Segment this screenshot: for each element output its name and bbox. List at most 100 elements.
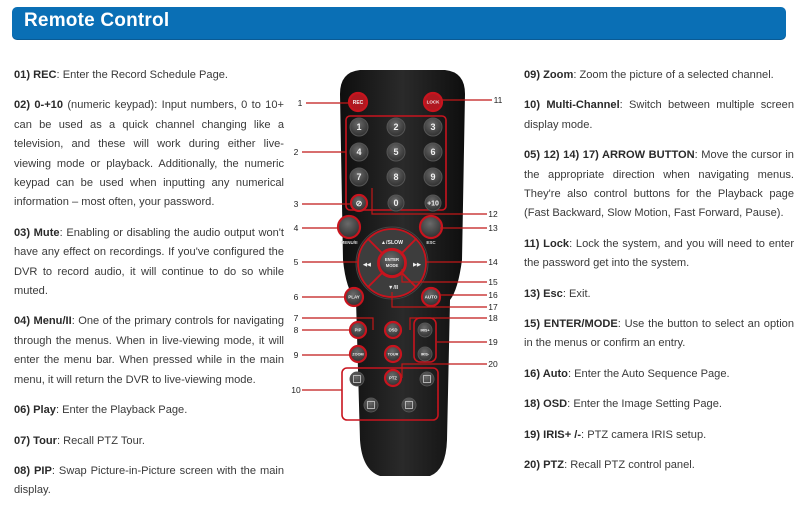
item-key: 15) ENTER/MODE (524, 318, 618, 331)
item-spacer (524, 135, 794, 146)
item-key: 07) Tour (14, 434, 57, 447)
auto-button-label: AUTO (425, 295, 438, 300)
digit-button-label: 8 (393, 172, 398, 182)
item-key: 18) OSD (524, 398, 568, 411)
multichannel-button (419, 371, 435, 387)
item-separator: : (564, 459, 571, 472)
item-text: Enabling or disabling the audio output w… (14, 226, 284, 298)
description-item: 20) PTZ: Recall PTZ control panel. (524, 456, 794, 475)
item-spacer (524, 384, 794, 395)
item-text: One of the primary controls for navigati… (14, 315, 284, 386)
digit-button (386, 117, 406, 137)
description-item: 13) Esc: Exit. (524, 285, 794, 304)
description-item: 01) REC: Enter the Record Schedule Page. (14, 66, 284, 85)
iris-plus-button (417, 322, 433, 338)
item-spacer (14, 301, 284, 312)
digit-button-label: 6 (430, 147, 435, 157)
item-separator: : (55, 404, 63, 417)
left-rewind-button (357, 237, 384, 289)
callout-line (401, 363, 487, 378)
item-spacer (524, 354, 794, 365)
item-spacer (524, 85, 794, 96)
description-item: 11) Lock: Lock the system, and you will … (524, 235, 794, 274)
esc-button (418, 214, 444, 240)
digit-button-label: 3 (430, 122, 435, 132)
item-spacer (524, 415, 794, 426)
iris-plus-button-label: IRIS+ (420, 328, 429, 332)
description-item: 10) Multi-Channel: Switch between multip… (524, 96, 794, 135)
callout-number: 13 (488, 223, 498, 233)
item-text: Lock the system, and you will need to en… (524, 237, 795, 270)
item-spacer (14, 451, 284, 462)
item-text: Recall PTZ control panel. (570, 459, 695, 472)
callout-number: 12 (488, 209, 498, 219)
digit-button (349, 117, 369, 137)
item-key: 20) PTZ (524, 459, 565, 472)
callout-number: 18 (488, 313, 498, 323)
item-text: Move the cursor in the appropriate direc… (524, 149, 794, 220)
digit-button-label: 9 (430, 172, 435, 182)
callout-line (302, 317, 374, 330)
item-spacer (14, 501, 284, 512)
auto-button (420, 286, 442, 308)
item-key: 09) Zoom (524, 69, 574, 81)
callout-number: 15 (488, 277, 498, 287)
item-separator: : (581, 428, 588, 441)
tour-button-label: TOUR (388, 352, 399, 356)
up-slow-button (366, 228, 418, 255)
item-text: Zoom the picture of a selected channel. (579, 69, 774, 81)
tour-button (383, 344, 403, 364)
digit-button-label: 4 (356, 147, 361, 157)
description-item: 03) Mute: Enabling or disabling the audi… (14, 224, 284, 302)
digit-button-label: 0 (393, 198, 398, 208)
right-forward-button (400, 237, 427, 289)
item-key: 01) REC (14, 69, 57, 81)
right-column: 09) Zoom: Zoom the picture of a selected… (524, 66, 794, 487)
grid-icon (405, 401, 413, 409)
item-spacer (524, 476, 794, 487)
grid-icon (423, 375, 431, 383)
item-key: 02) 0-+10 (14, 99, 64, 112)
item-spacer (14, 421, 284, 432)
description-item: 16) Auto: Enter the Auto Sequence Page. (524, 365, 794, 384)
item-spacer (524, 274, 794, 285)
esc-label: ESC (426, 240, 436, 245)
digit-button-label: 2 (393, 122, 398, 132)
item-key: 16) Auto (524, 367, 568, 380)
down-pause-button (366, 271, 418, 298)
item-text: PTZ camera IRIS setup. (587, 428, 707, 441)
digit-button (386, 142, 406, 162)
callout-number: 4 (294, 223, 299, 233)
description-item: 04) Menu/II: One of the primary controls… (14, 312, 284, 390)
callout-line (371, 188, 487, 215)
description-item: 08) PIP: Swap Picture-in-Picture screen … (14, 462, 284, 501)
digit-button (349, 142, 369, 162)
item-text: Swap Picture-in-Picture screen with the … (14, 464, 285, 497)
item-separator: : (617, 318, 625, 331)
digit-button (386, 167, 406, 187)
callout-number: 6 (294, 292, 299, 302)
osd-button (383, 320, 403, 340)
ptz-button (383, 368, 403, 388)
item-text: Enter the Auto Sequence Page. (574, 367, 730, 380)
item-separator: : (569, 237, 576, 250)
page-title: Remote Control (24, 10, 170, 31)
callout-number: 10 (291, 385, 301, 395)
description-item: 06) Play: Enter the Playback Page. (14, 401, 284, 420)
item-separator: : (573, 69, 580, 81)
callout-number: 8 (294, 325, 299, 335)
rec-button-label: REC (353, 100, 364, 106)
item-text: Exit. (569, 287, 591, 300)
digit-button-label: 7 (356, 172, 361, 182)
callout-number: 9 (294, 350, 299, 360)
description-item: 19) IRIS+ /-: PTZ camera IRIS setup. (524, 426, 794, 445)
mode-label: MODE (386, 263, 399, 268)
item-text: Enter the Playback Page. (62, 404, 188, 417)
digit-button (349, 167, 369, 187)
multichannel-button (349, 371, 365, 387)
digit-button (423, 167, 443, 187)
digit-button-label: 1 (356, 122, 361, 132)
callout-number: 20 (488, 359, 498, 369)
item-spacer (524, 445, 794, 456)
callout-number: 5 (294, 257, 299, 267)
